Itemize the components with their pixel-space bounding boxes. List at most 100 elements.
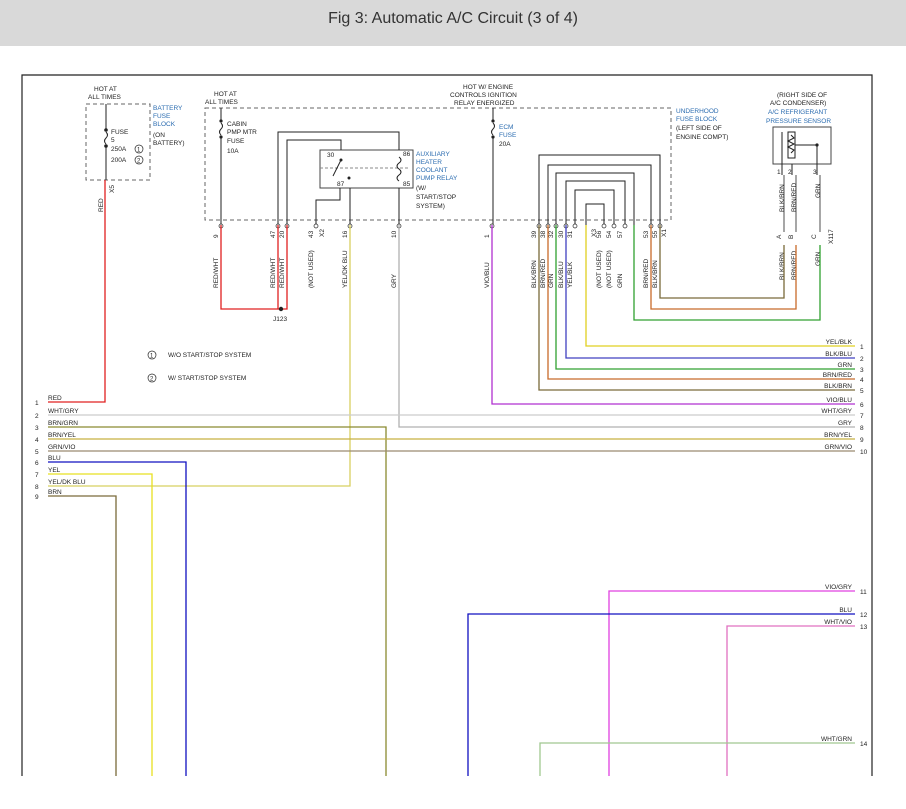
pin-marker <box>601 223 607 229</box>
title-bar: Fig 3: Automatic A/C Circuit (3 of 4) <box>0 0 906 46</box>
sensor-wire-3b: GRN <box>815 251 822 266</box>
right-wire-number: 5 <box>860 388 864 395</box>
left-wire-number: 1 <box>35 400 39 407</box>
underhood-fuse-block: HOT AT ALL TIMES HOT W/ ENGINE CONTROLS … <box>204 84 728 225</box>
conn-tag-x2: X2 <box>319 229 326 237</box>
diagram-frame <box>21 74 873 776</box>
pin-marker <box>572 223 578 229</box>
left-wire-label: WHT/GRY <box>48 408 79 415</box>
legend: 1 W/O START/STOP SYSTEM 2 W/ START/STOP … <box>147 350 251 383</box>
pin-wire-label: GRY <box>391 273 398 288</box>
left-wire-label: BRN/GRN <box>48 420 78 427</box>
battery-note-1: (ON <box>153 132 165 139</box>
conn-tag-x3: X3 <box>591 229 598 237</box>
battery-fuse-block: HOT AT ALL TIMES FUSE 5 250A 200A 1 2 BA… <box>85 86 185 212</box>
relay-note-3: SYSTEM) <box>416 203 445 210</box>
pressure-sensor: (RIGHT SIDE OF A/C CONDENSER) A/C REFRIG… <box>766 92 835 280</box>
right-wire-label: WHT/GRY <box>821 408 852 415</box>
left-wire-number: 3 <box>35 425 39 432</box>
pin-wire-label: BLK/BLU <box>558 261 565 288</box>
right-wire-number: 11 <box>860 589 867 596</box>
pin-number: 55 <box>652 230 659 238</box>
underhood-hot-line1: HOT AT <box>214 91 237 98</box>
battery-name-3: BLOCK <box>153 121 176 128</box>
left-wire-number: 6 <box>35 460 39 467</box>
left-wire-number: 5 <box>35 449 39 456</box>
pin-number: 43 <box>308 230 315 238</box>
pin-wire-label: RED/WHT <box>270 258 277 288</box>
pin-number: 57 <box>617 230 624 238</box>
pin-number: 1 <box>484 234 491 238</box>
left-wire-labels: 1RED2WHT/GRY3BRN/GRN4BRN/YEL5GRN/VIO6BLU… <box>35 395 86 501</box>
pin-wire-label: VIO/BLU <box>484 262 491 288</box>
right-wire-label: BLU <box>839 607 852 614</box>
right-wire-label: BRN/RED <box>823 372 853 379</box>
sensor-conn-b: B <box>788 235 795 239</box>
battery-fuse-num: 5 <box>111 137 115 144</box>
ecm-fuse-1: ECM <box>499 124 513 131</box>
left-wire-number: 8 <box>35 484 39 491</box>
battery-pin: X5 <box>109 185 116 193</box>
right-wire-label: BRN/YEL <box>824 432 852 439</box>
pin-number: 9 <box>213 234 220 238</box>
left-wire-label: YEL/DK BLU <box>48 479 86 486</box>
left-wire-label: BRN <box>48 489 62 496</box>
splice-label: J123 <box>273 316 287 323</box>
battery-name-1: BATTERY <box>153 105 183 112</box>
right-wire-label: BLK/BRN <box>824 383 852 390</box>
battery-hot-line2: ALL TIMES <box>88 94 122 101</box>
relay-note-2: START/STOP <box>416 194 456 201</box>
right-wire-number: 6 <box>860 402 864 409</box>
left-wire-number: 4 <box>35 437 39 444</box>
left-wire-label: GRN/VIO <box>48 444 75 451</box>
pin-number: 31 <box>567 230 574 238</box>
relay-note-1: (W/ <box>416 185 426 192</box>
pin-number: 16 <box>342 230 349 238</box>
relay-pin-30: 30 <box>327 152 335 159</box>
legend-num-2: 2 <box>150 377 154 383</box>
legend-num-1: 1 <box>150 354 154 360</box>
right-wire-label: VIO/BLU <box>826 397 852 404</box>
pin-number: 39 <box>531 230 538 238</box>
right-wire-number: 1 <box>860 344 864 351</box>
pin-marker <box>313 223 319 229</box>
pin-number: 30 <box>558 230 565 238</box>
pin-number: 47 <box>270 230 277 238</box>
right-wire-number: 8 <box>860 425 864 432</box>
battery-wire-label: RED <box>98 198 105 212</box>
right-wire-label: GRY <box>838 420 853 427</box>
cabin-fuse-2: PMP MTR <box>227 129 257 136</box>
right-wire-label: VIO/GRY <box>825 584 853 591</box>
right-wire-number: 10 <box>860 449 868 456</box>
cabin-fuse-1: CABIN <box>227 121 247 128</box>
sensor-pin-2: 2 <box>788 169 792 176</box>
ecm-fuse-2: FUSE <box>499 132 517 139</box>
right-wire-label: WHT/VIO <box>824 619 852 626</box>
ecm-hot-line2: CONTROLS IGNITION <box>450 92 517 99</box>
pin-number: 53 <box>643 230 650 238</box>
pin-wire-label: BRN/RED <box>643 258 650 288</box>
right-wire-label: GRN <box>838 362 853 369</box>
pin-number: 54 <box>606 230 613 238</box>
pin-wire-label: (NOT USED) <box>596 250 603 288</box>
underhood-note-2: ENGINE COMPT) <box>676 134 728 141</box>
right-wire-label: WHT/GRN <box>821 736 852 743</box>
battery-fuse-label: FUSE <box>111 129 129 136</box>
right-wire-number: 13 <box>860 624 868 631</box>
sensor-wire-1: BLK/BRN <box>779 184 786 212</box>
left-wire-label: BRN/YEL <box>48 432 76 439</box>
right-wire-number: 9 <box>860 437 864 444</box>
pin-wire-label: (NOT USED) <box>606 250 613 288</box>
pin-wire-label: GRN <box>548 273 555 288</box>
pin-number: 32 <box>548 230 555 238</box>
ecm-fuse-3: 20A <box>499 141 511 148</box>
relay-name-3: COOLANT <box>416 167 447 174</box>
right-wire-number: 12 <box>860 612 868 619</box>
left-wire-label: YEL <box>48 467 61 474</box>
pin-wire-label: YEL/BLK <box>567 261 574 288</box>
sensor-wire-2b: BRN/RED <box>791 250 798 280</box>
pin-wire-label: BLK/BRN <box>652 260 659 288</box>
sensor-loc-2: A/C CONDENSER) <box>770 100 826 107</box>
